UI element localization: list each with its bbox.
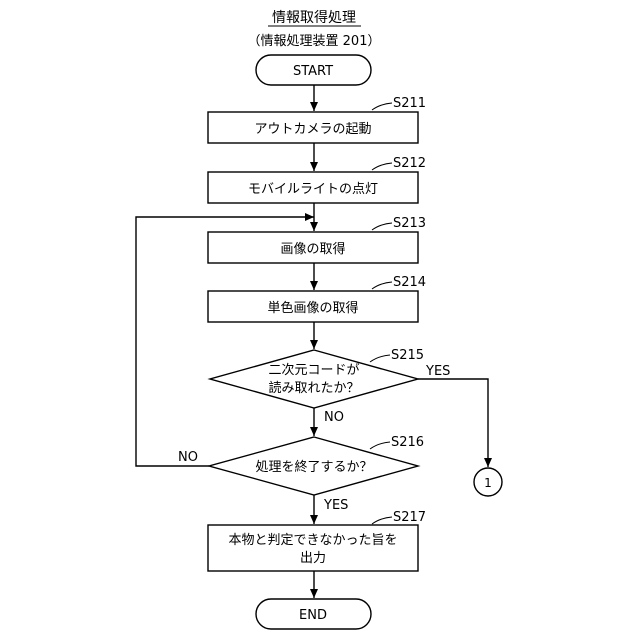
end-label: END bbox=[299, 608, 327, 623]
diagram-title: 情報取得処理 bbox=[272, 9, 356, 26]
s217-leader bbox=[372, 517, 392, 524]
step-s213-text: 画像の取得 bbox=[280, 241, 345, 257]
s215-id: S215 bbox=[391, 348, 424, 363]
s216-no-label: NO bbox=[178, 450, 198, 465]
s216-leader bbox=[370, 442, 390, 449]
start-label: START bbox=[293, 64, 333, 79]
s216-yes-label: YES bbox=[323, 498, 348, 513]
s214-id: S214 bbox=[393, 275, 426, 290]
decision-s215-line2: 読み取れたか？ bbox=[268, 380, 359, 396]
arrow-s215-yes bbox=[418, 379, 488, 467]
s215-no-label: NO bbox=[324, 410, 344, 425]
decision-s215-diamond bbox=[210, 350, 418, 408]
step-s217-line2: 出力 bbox=[300, 551, 326, 566]
s212-leader bbox=[372, 163, 392, 170]
s215-leader bbox=[370, 355, 390, 362]
diagram-subtitle: （情報処理装置 201） bbox=[248, 34, 381, 49]
step-s214-text: 単色画像の取得 bbox=[267, 300, 358, 316]
step-s212-text: モバイルライトの点灯 bbox=[248, 182, 378, 197]
s214-leader bbox=[372, 282, 392, 289]
connector-1-label: 1 bbox=[484, 476, 492, 490]
s215-yes-label: YES bbox=[425, 364, 450, 379]
s213-id: S213 bbox=[393, 216, 426, 231]
s213-leader bbox=[372, 223, 392, 230]
s212-id: S212 bbox=[393, 156, 426, 171]
step-s211-text: アウトカメラの起動 bbox=[254, 122, 371, 137]
step-s217-line1: 本物と判定できなかった旨を bbox=[228, 533, 397, 548]
s211-id: S211 bbox=[393, 96, 426, 111]
decision-s215-line1: 二次元コードが bbox=[268, 362, 359, 378]
s217-id: S217 bbox=[393, 510, 426, 525]
s211-leader bbox=[372, 103, 392, 110]
decision-s216-text: 処理を終了するか？ bbox=[255, 459, 372, 475]
s216-id: S216 bbox=[391, 435, 424, 450]
